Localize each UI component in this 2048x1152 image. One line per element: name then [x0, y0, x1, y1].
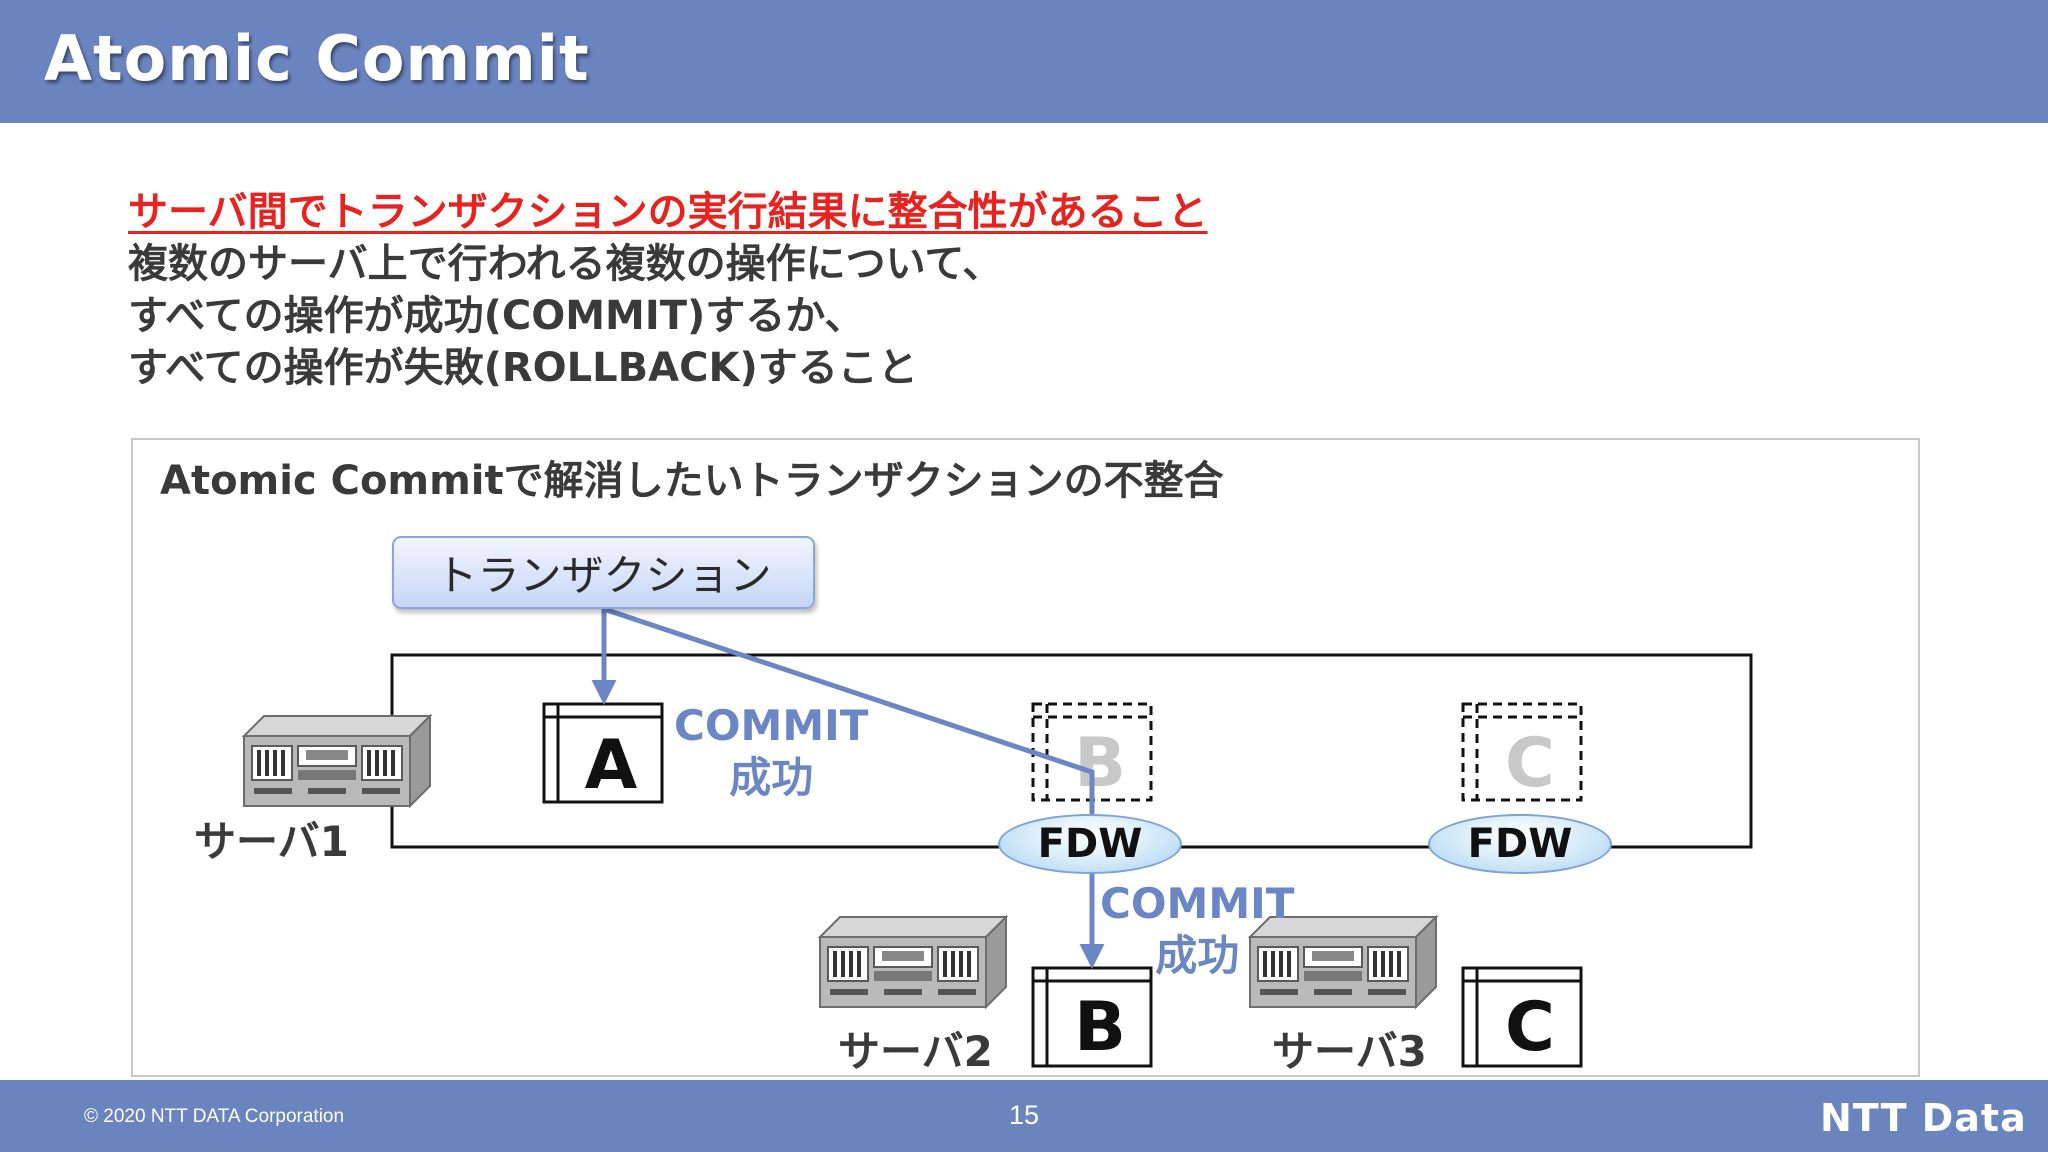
commit-b-line1: COMMIT [1100, 879, 1295, 928]
table-b-icon [1031, 966, 1153, 1068]
table-a-letter: A [585, 726, 638, 805]
ntt-data-logo: NTT Data [1820, 1096, 2027, 1140]
title-bar [0, 0, 2048, 123]
server-1-icon [242, 714, 432, 808]
commit-label-b: COMMIT 成功 [1100, 878, 1294, 982]
server-3-label: サーバ3 [1272, 1027, 1427, 1076]
server-2-icon [818, 915, 1008, 1009]
table-b-letter: B [1074, 988, 1126, 1067]
slide-title: Atomic Commit [44, 22, 590, 95]
definition-lead: サーバ間でトランザクションの実行結果に整合性があること [128, 189, 1208, 235]
commit-a-line1: COMMIT [674, 701, 869, 750]
table-c-icon [1461, 966, 1583, 1068]
definition-line-1: 複数のサーバ上で行われる複数の操作について、 [128, 241, 1003, 287]
commit-a-line2: 成功 [729, 753, 814, 802]
definition-line-2: すべての操作が成功(COMMIT)するか、 [128, 293, 865, 339]
definition-block: サーバ間でトランザクションの実行結果に整合性があること 複数のサーバ上で行われる… [128, 186, 1208, 394]
server-2-label: サーバ2 [838, 1027, 993, 1076]
foreign-table-c-icon [1461, 702, 1583, 802]
footer-bar [0, 1080, 2048, 1152]
commit-label-a: COMMIT 成功 [674, 700, 868, 804]
copyright-text: © 2020 NTT DATA Corporation [84, 1106, 345, 1127]
diagram-panel [131, 438, 1920, 1077]
table-a-icon [542, 702, 664, 804]
table-c-letter: C [1505, 988, 1555, 1067]
fdw-ellipse-b: FDW [998, 814, 1182, 874]
commit-b-line2: 成功 [1155, 931, 1240, 980]
arrow-to-table-b [603, 606, 1105, 969]
diagram-title: Atomic Commitで解消したいトランザクションの不整合 [160, 458, 1224, 504]
fdw-ellipse-c: FDW [1428, 814, 1612, 874]
foreign-b-letter: B [1074, 724, 1126, 803]
foreign-c-letter: C [1505, 724, 1555, 803]
server-1-label: サーバ1 [194, 817, 349, 866]
page-number: 15 [1009, 1100, 1040, 1130]
transaction-box: トランザクション [392, 536, 815, 609]
definition-line-3: すべての操作が失敗(ROLLBACK)すること [128, 345, 918, 391]
